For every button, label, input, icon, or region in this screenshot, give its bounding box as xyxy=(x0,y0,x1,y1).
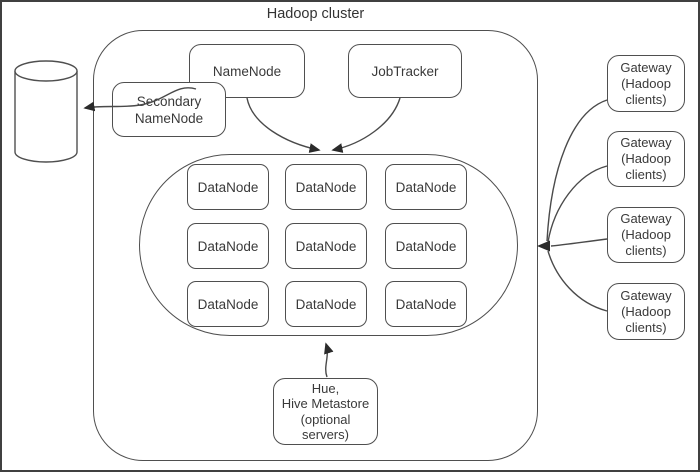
gateway-box-4: Gateway (Hadoop clients) xyxy=(607,283,685,340)
nfs-volume-line: NameNode xyxy=(23,79,39,145)
namenode-label: NameNode xyxy=(212,63,282,79)
datanode-label: DataNode xyxy=(395,179,457,195)
namenode-box: NameNode xyxy=(189,44,305,98)
gateway-box-3: Gateway (Hadoop clients) xyxy=(607,207,685,263)
gateway-line: clients) xyxy=(625,167,667,182)
jobtracker-label: JobTracker xyxy=(371,63,439,79)
jobtracker-box: JobTracker xyxy=(348,44,462,98)
datanode-label: DataNode xyxy=(395,296,457,312)
datanode-box: DataNode xyxy=(385,223,467,269)
hue-line4: servers) xyxy=(302,427,349,442)
diagram-title: Hadoop cluster xyxy=(266,6,365,22)
datanode-label: DataNode xyxy=(295,238,357,254)
gateway-box-2: Gateway (Hadoop clients) xyxy=(607,131,685,187)
datanode-label: DataNode xyxy=(395,238,457,254)
hue-metastore-box: Hue, Hive Metastore (optional servers) xyxy=(273,378,378,445)
datanode-box: DataNode xyxy=(285,223,367,269)
datanode-label: DataNode xyxy=(197,296,259,312)
datanode-label: DataNode xyxy=(295,179,357,195)
secondary-namenode-box: Secondary NameNode xyxy=(112,82,226,137)
gateway-line: Gateway xyxy=(620,211,672,226)
nfs-volume-label: NameNode NFS volume xyxy=(22,52,70,172)
gateway-line: clients) xyxy=(625,243,667,258)
datanode-box: DataNode xyxy=(187,281,269,327)
hue-line2: Hive Metastore xyxy=(281,396,370,411)
gateway-line: Gateway xyxy=(620,59,672,75)
gateway-line: (Hadoop xyxy=(621,227,671,242)
hue-line3: (optional xyxy=(300,411,351,427)
gateway-line: (Hadoop xyxy=(621,75,671,91)
datanode-label: DataNode xyxy=(197,179,259,195)
datanode-box: DataNode xyxy=(285,281,367,327)
datanode-box: DataNode xyxy=(187,223,269,269)
gateway-line: Gateway xyxy=(620,135,672,150)
datanode-box: DataNode xyxy=(187,164,269,210)
hue-line1: Hue, xyxy=(311,380,340,396)
gateway-line: (Hadoop xyxy=(621,151,671,166)
nfs-volume-line: NFS xyxy=(38,99,54,125)
datanode-label: DataNode xyxy=(295,296,357,312)
datanode-label: DataNode xyxy=(197,238,259,254)
datanode-box: DataNode xyxy=(285,164,367,210)
datanode-box: DataNode xyxy=(385,281,467,327)
nfs-volume-line: volume xyxy=(53,91,69,133)
gateway-line: clients) xyxy=(625,319,667,335)
gateway-line: Gateway xyxy=(620,287,672,303)
secondary-namenode-line1: Secondary xyxy=(136,93,202,109)
gateway-line: (Hadoop xyxy=(621,303,671,319)
gateway-box-1: Gateway (Hadoop clients) xyxy=(607,55,685,112)
datanode-box: DataNode xyxy=(385,164,467,210)
gateway-line: clients) xyxy=(625,91,667,107)
secondary-namenode-line2: NameNode xyxy=(134,110,204,126)
datanode-pool-boundary xyxy=(139,154,518,336)
